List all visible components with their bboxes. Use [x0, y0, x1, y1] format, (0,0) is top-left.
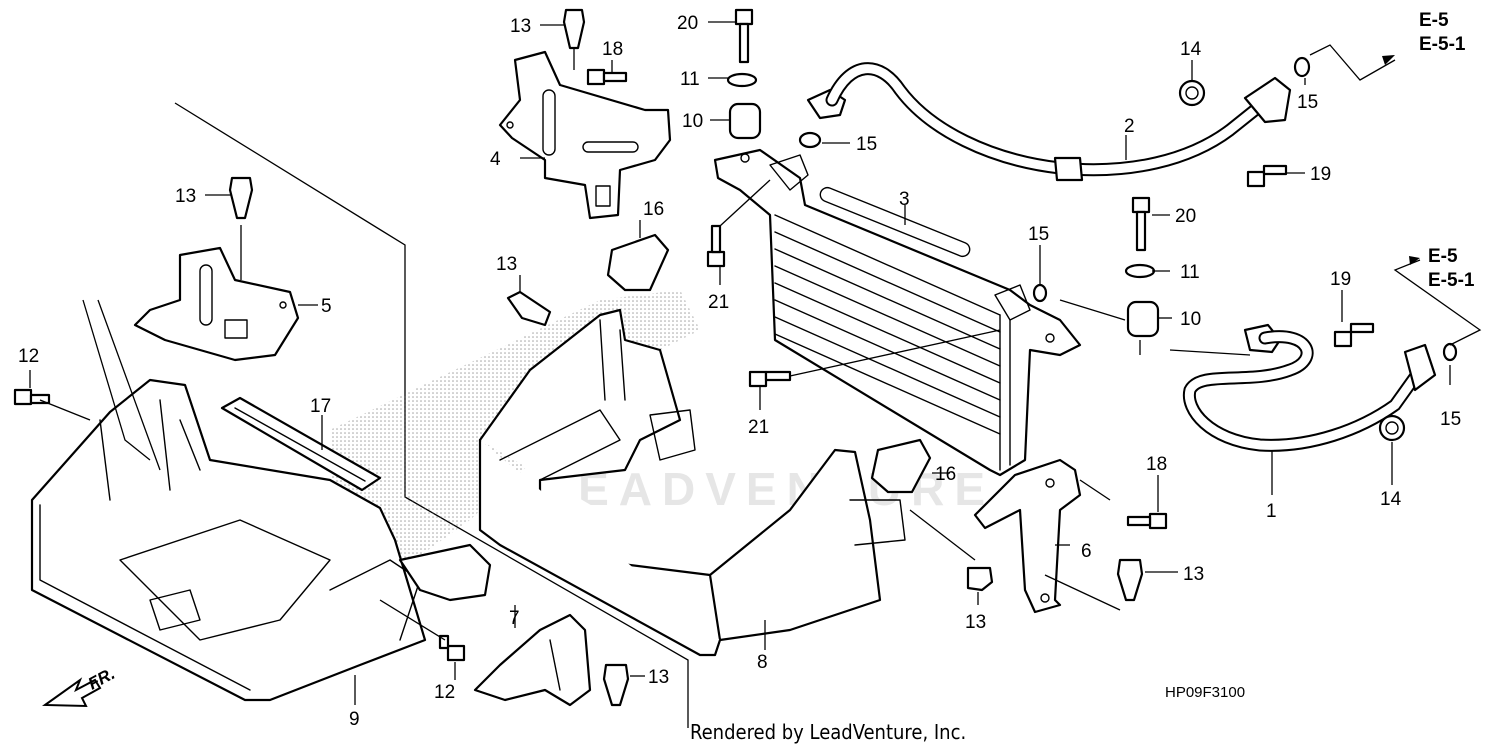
part-6-bracket — [973, 458, 1082, 614]
part-3-oil-cooler — [713, 148, 1082, 477]
callout-13a: 13 — [510, 16, 531, 37]
part-5-bracket — [133, 246, 300, 362]
arrow-e5-mid — [1409, 256, 1420, 265]
diagram-code: HP09F3100 — [1165, 684, 1245, 701]
front-arrow: FR. — [41, 664, 118, 708]
part-14-clamp-a — [1178, 79, 1206, 107]
callout-2: 2 — [1124, 116, 1135, 137]
part-4-bracket — [498, 50, 672, 220]
credit-text: Rendered by LeadVenture, Inc. — [690, 720, 966, 744]
bolts — [13, 8, 1375, 662]
part-9-lower-tray — [30, 378, 492, 702]
callout-14a: 14 — [1180, 39, 1202, 60]
callout-15c: 15 — [1028, 224, 1049, 245]
callout-5: 5 — [321, 296, 332, 317]
callout-7: 7 — [509, 608, 520, 629]
callout-15b: 15 — [1297, 92, 1318, 113]
callout-4: 4 — [490, 149, 501, 170]
callout-6: 6 — [1081, 541, 1092, 562]
callout-19b: 19 — [1330, 269, 1351, 290]
callout-10b: 10 — [1180, 309, 1201, 330]
callout-15d: 15 — [1440, 409, 1461, 430]
callout-1: 1 — [1266, 501, 1277, 522]
callout-20a: 20 — [677, 13, 698, 34]
callout-19a: 19 — [1310, 164, 1331, 185]
callout-11b: 11 — [1180, 262, 1200, 283]
callout-13f: 13 — [648, 667, 669, 688]
arrow-e5-top — [1382, 55, 1395, 65]
callout-18a: 18 — [602, 39, 623, 60]
callout-13d: 13 — [965, 612, 986, 633]
callout-15a: 15 — [856, 134, 877, 155]
ref-e5-top: E-5 — [1419, 10, 1449, 31]
callout-16b: 16 — [935, 464, 956, 485]
part-1-lower-hose — [1182, 323, 1437, 452]
callout-8: 8 — [757, 652, 768, 673]
callout-11a: 11 — [680, 69, 700, 90]
ref-e51-top: E-5-1 — [1419, 34, 1466, 55]
part-7-bracket — [473, 613, 592, 707]
callout-10a: 10 — [682, 111, 703, 132]
callout-21b: 21 — [748, 417, 769, 438]
part-14-clamp-b — [1378, 414, 1406, 442]
callout-12b: 12 — [434, 682, 455, 703]
callout-17: 17 — [310, 396, 331, 417]
callout-13c: 13 — [496, 254, 517, 275]
part-2-upper-hose — [806, 62, 1292, 182]
leader-lines — [29, 21, 1482, 705]
callout-18b: 18 — [1146, 454, 1167, 475]
callout-13e: 13 — [1183, 564, 1204, 585]
callout-20b: 20 — [1175, 206, 1196, 227]
part-17-strap — [220, 396, 382, 492]
callout-14b: 14 — [1380, 489, 1402, 510]
callout-21a: 21 — [708, 292, 729, 313]
callout-3: 3 — [899, 189, 910, 210]
callout-16a: 16 — [643, 199, 664, 220]
callout-13b: 13 — [175, 186, 196, 207]
callouts: 1 2 3 4 5 6 7 8 9 10 10 11 11 12 12 13 1… — [18, 13, 1461, 730]
ref-e51-mid: E-5-1 — [1428, 270, 1475, 291]
callout-12a: 12 — [18, 346, 39, 367]
part-8-upper-tray — [478, 308, 906, 657]
part-16-clip-a — [606, 233, 670, 292]
callout-9: 9 — [349, 709, 360, 730]
part-16-clip-b — [870, 438, 932, 494]
ref-e5-mid: E-5 — [1428, 246, 1458, 267]
section-refs: E-5 E-5-1 E-5 E-5-1 — [1382, 10, 1475, 291]
part-10-11-mounts — [726, 72, 1160, 338]
part-13-push-clips — [228, 8, 1144, 707]
